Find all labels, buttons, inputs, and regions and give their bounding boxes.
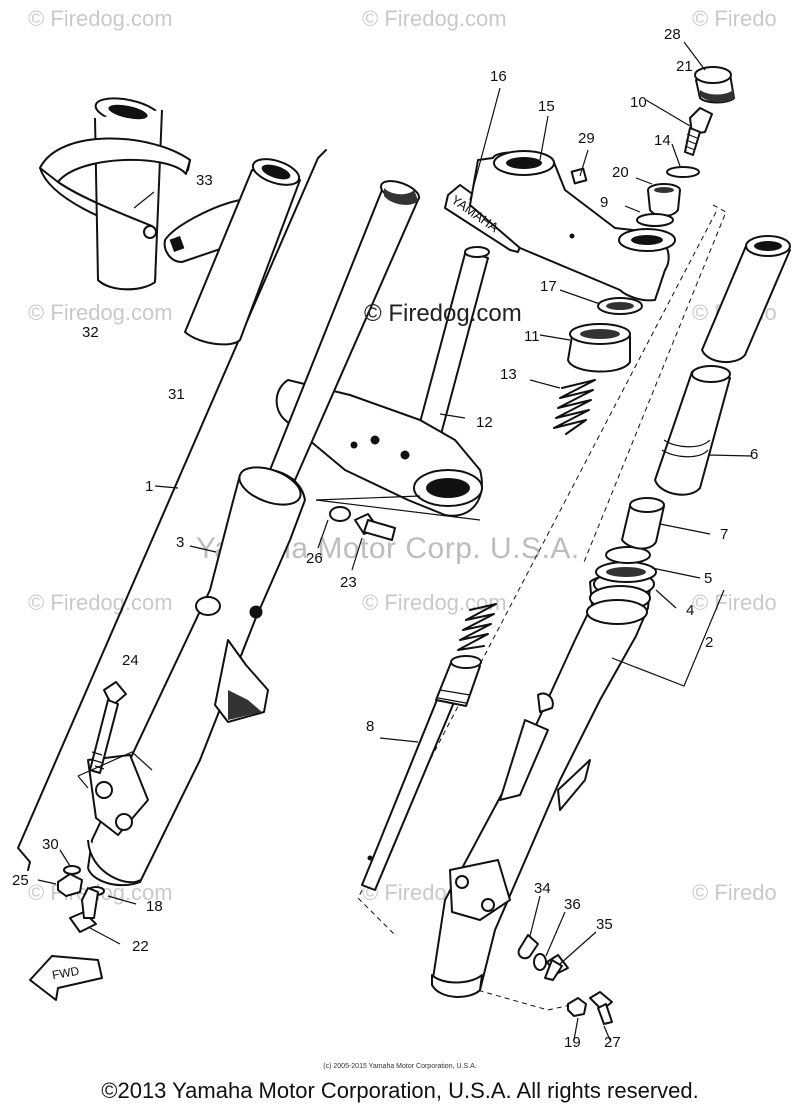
leader-lines: [37, 41, 753, 1041]
part-13-spring: [553, 379, 596, 435]
part-22-bolt: [69, 887, 99, 933]
part-label-31: 31: [168, 386, 185, 403]
part-label-1: 1: [145, 478, 154, 495]
part-label-22: 22: [132, 938, 149, 955]
center-watermark: © Firedog.com: [364, 300, 522, 327]
part-36-washer: [533, 953, 547, 971]
part-25-nut: [57, 873, 83, 897]
part-15-upper-bracket: [469, 150, 676, 302]
part-8-damper-rod: [361, 603, 497, 891]
watermark: © Firedog.com: [28, 300, 173, 325]
part-26-washer: [329, 506, 351, 522]
part-29-nut: [570, 167, 588, 185]
part-label-3: 3: [176, 534, 185, 551]
part-label-25: 25: [12, 872, 29, 889]
part-label-30: 30: [42, 836, 59, 853]
part-label-33: 33: [196, 172, 213, 189]
part-28-cap: [694, 66, 735, 104]
part-label-14: 14: [654, 132, 671, 149]
part-7-spacer: [621, 497, 665, 550]
part-label-36: 36: [564, 896, 581, 913]
part-5-circlip: [605, 546, 651, 564]
part-label-17: 17: [540, 278, 557, 295]
part-4-oil-seal: [595, 561, 657, 583]
part-31-headlight-stay: [163, 158, 301, 346]
watermark: © Firedo: [692, 590, 777, 615]
inner-tube-right: [701, 235, 791, 363]
assembly-bracket-line-left: [17, 149, 327, 871]
watermark: © Firedog.com: [362, 6, 507, 31]
part-23-bolt: [354, 513, 396, 541]
part-label-19: 19: [564, 1034, 581, 1051]
part-label-32: 32: [82, 324, 99, 341]
part-label-7: 7: [720, 526, 729, 543]
part-6-dust-boot: [654, 365, 731, 496]
watermark: © Firedo: [692, 6, 777, 31]
part-35-bolt: [544, 954, 569, 981]
part-3-outer-tube: [87, 466, 306, 887]
part-label-8: 8: [366, 718, 375, 735]
part-19-nut: [567, 997, 587, 1017]
part-11-bearing: [567, 323, 631, 373]
part-label-26: 26: [306, 550, 323, 567]
watermark: © Firedog.com: [28, 590, 173, 615]
watermark: © Firedog.com: [28, 6, 173, 31]
part-label-10: 10: [630, 94, 647, 111]
watermark: © Firedo: [692, 880, 777, 905]
part-label-27: 27: [604, 1034, 621, 1051]
part-label-35: 35: [596, 916, 613, 933]
part-20-nut: [647, 183, 681, 217]
assembly-dash-bottom: [469, 987, 576, 1011]
part-14-washer: [666, 166, 700, 178]
part-17-seal: [597, 297, 643, 315]
part-label-2: 2: [705, 634, 714, 651]
copyright-notice: ©2013 Yamaha Motor Corporation, U.S.A. A…: [101, 1078, 699, 1103]
part-30-washer: [63, 865, 81, 875]
part-label-12: 12: [476, 414, 493, 431]
fwd-arrow-icon: [29, 955, 103, 1001]
part-24-bolt: [89, 681, 127, 774]
assembly-dash-right-top: [583, 204, 727, 563]
part-label-23: 23: [340, 574, 357, 591]
part-2-outer-tube-right: [431, 571, 655, 998]
part-9-washer: [636, 213, 674, 227]
part-label-20: 20: [612, 164, 629, 181]
part-label-34: 34: [534, 880, 551, 897]
part-label-5: 5: [704, 570, 713, 587]
part-label-24: 24: [122, 652, 139, 669]
part-label-6: 6: [750, 446, 759, 463]
part-label-29: 29: [578, 130, 595, 147]
part-label-28: 28: [664, 26, 681, 43]
small-copyright: (c) 2005-2015 Yamaha Motor Corporation, …: [323, 1063, 477, 1070]
part-label-4: 4: [686, 602, 695, 619]
part-32-headlight-stay: [39, 97, 191, 291]
part-label-11: 11: [524, 328, 540, 345]
part-12-steering-stem: [275, 246, 490, 517]
part-label-18: 18: [146, 898, 163, 915]
part-label-21: 21: [676, 58, 693, 75]
part-27-bolt: [589, 991, 613, 1025]
part-label-9: 9: [600, 194, 609, 211]
part-21-bolt: [684, 107, 713, 156]
part-label-13: 13: [500, 366, 517, 383]
part-34-clip: [517, 934, 539, 960]
part-label-16: 16: [490, 68, 507, 85]
part-label-15: 15: [538, 98, 555, 115]
